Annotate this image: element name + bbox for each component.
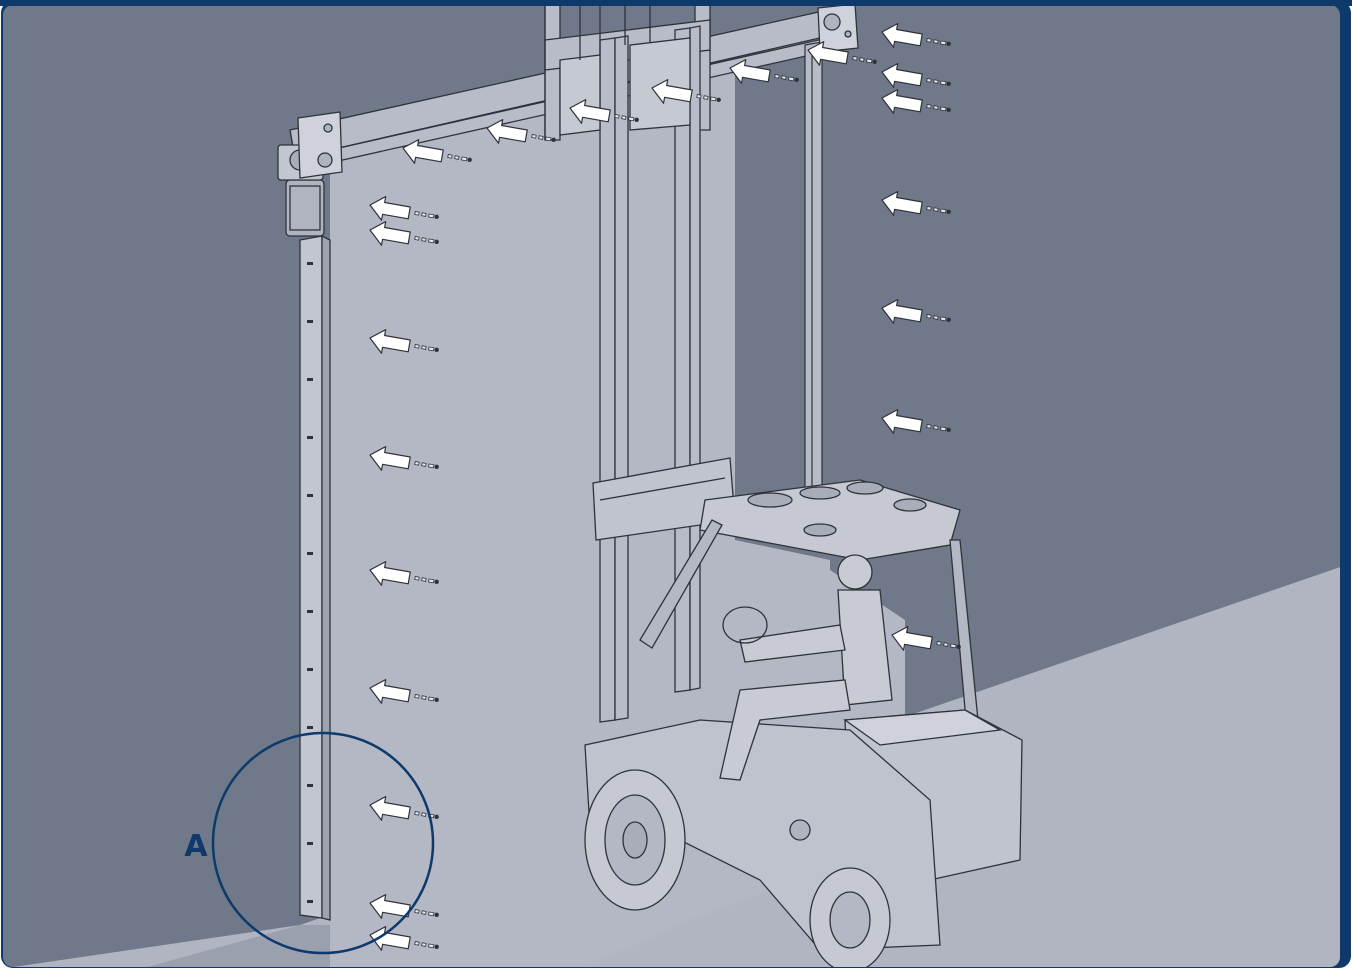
forklift (584, 457, 1023, 967)
screw-anchor-icon (926, 314, 951, 323)
arrow-left-icon (729, 58, 771, 84)
frame-bolt (307, 610, 313, 613)
arrow-left-icon (881, 22, 923, 48)
screw-anchor-icon (926, 424, 951, 433)
screw-anchor-icon (696, 94, 721, 103)
screw-anchor-icon (414, 344, 439, 353)
arrow-left-icon (369, 328, 411, 354)
arrow-left-icon (881, 298, 923, 324)
top-frame-band (0, 0, 1352, 6)
arrow-left-icon (369, 925, 411, 951)
floor (3, 563, 1340, 967)
frame-bolt (307, 494, 313, 497)
left-side-frame (299, 234, 331, 921)
frame-bolt (307, 552, 313, 555)
frame-bolt (307, 320, 313, 323)
detail-callout-circle (211, 731, 435, 955)
right-side-frame (804, 41, 823, 546)
arrow-left-icon (881, 190, 923, 216)
arrow-left-icon (369, 678, 411, 704)
arrow-left-icon (369, 195, 411, 221)
arrow-left-icon (881, 62, 923, 88)
screw-anchor-icon (414, 576, 439, 585)
left-frame-bolts (307, 262, 313, 903)
frame-bolt (307, 784, 313, 787)
screw-anchor-icon (414, 236, 439, 245)
screw-anchor-icon (531, 134, 556, 143)
detail-callout-label: A (184, 829, 208, 864)
screw-anchor-icon (926, 78, 951, 87)
arrow-left-icon (881, 408, 923, 434)
arrow-left-icon (402, 138, 444, 164)
arrow-left-icon (369, 795, 411, 821)
frame-bolt (307, 668, 313, 671)
screw-anchor-icon (852, 56, 877, 65)
screw-anchor-icon (926, 206, 951, 215)
screw-anchor-icon (414, 211, 439, 220)
fastener-group (414, 38, 961, 950)
screw-anchor-icon (614, 114, 639, 123)
arrow-left-icon (651, 78, 693, 104)
screw-anchor-icon (414, 694, 439, 703)
screw-anchor-icon (414, 461, 439, 470)
screw-anchor-icon (447, 154, 472, 163)
frame-bolt (307, 726, 313, 729)
frame-bolt (307, 436, 313, 439)
screw-anchor-icon (414, 811, 439, 820)
arrow-left-icon (569, 98, 611, 124)
screw-anchor-icon (414, 909, 439, 918)
screw-anchor-icon (926, 104, 951, 113)
arrow-left-icon (369, 445, 411, 471)
screw-anchor-icon (926, 38, 951, 47)
arrow-left-icon (807, 40, 849, 66)
arrow-left-icon (881, 88, 923, 114)
frame-bolt (307, 900, 313, 903)
frame-bolt (307, 378, 313, 381)
frame-bolt (307, 842, 313, 845)
floor-shadow (140, 925, 380, 967)
screw-anchor-icon (414, 941, 439, 950)
arrow-left-icon (891, 625, 933, 651)
screw-anchor-icon (936, 641, 961, 650)
top-right-bracket (817, 5, 859, 53)
arrow-left-icon (369, 220, 411, 246)
screw-anchor-icon (774, 74, 799, 83)
arrow-left-icon (486, 118, 528, 144)
frame-bolt (307, 262, 313, 265)
arrow-left-icon (369, 560, 411, 586)
drive-motor (277, 111, 343, 237)
